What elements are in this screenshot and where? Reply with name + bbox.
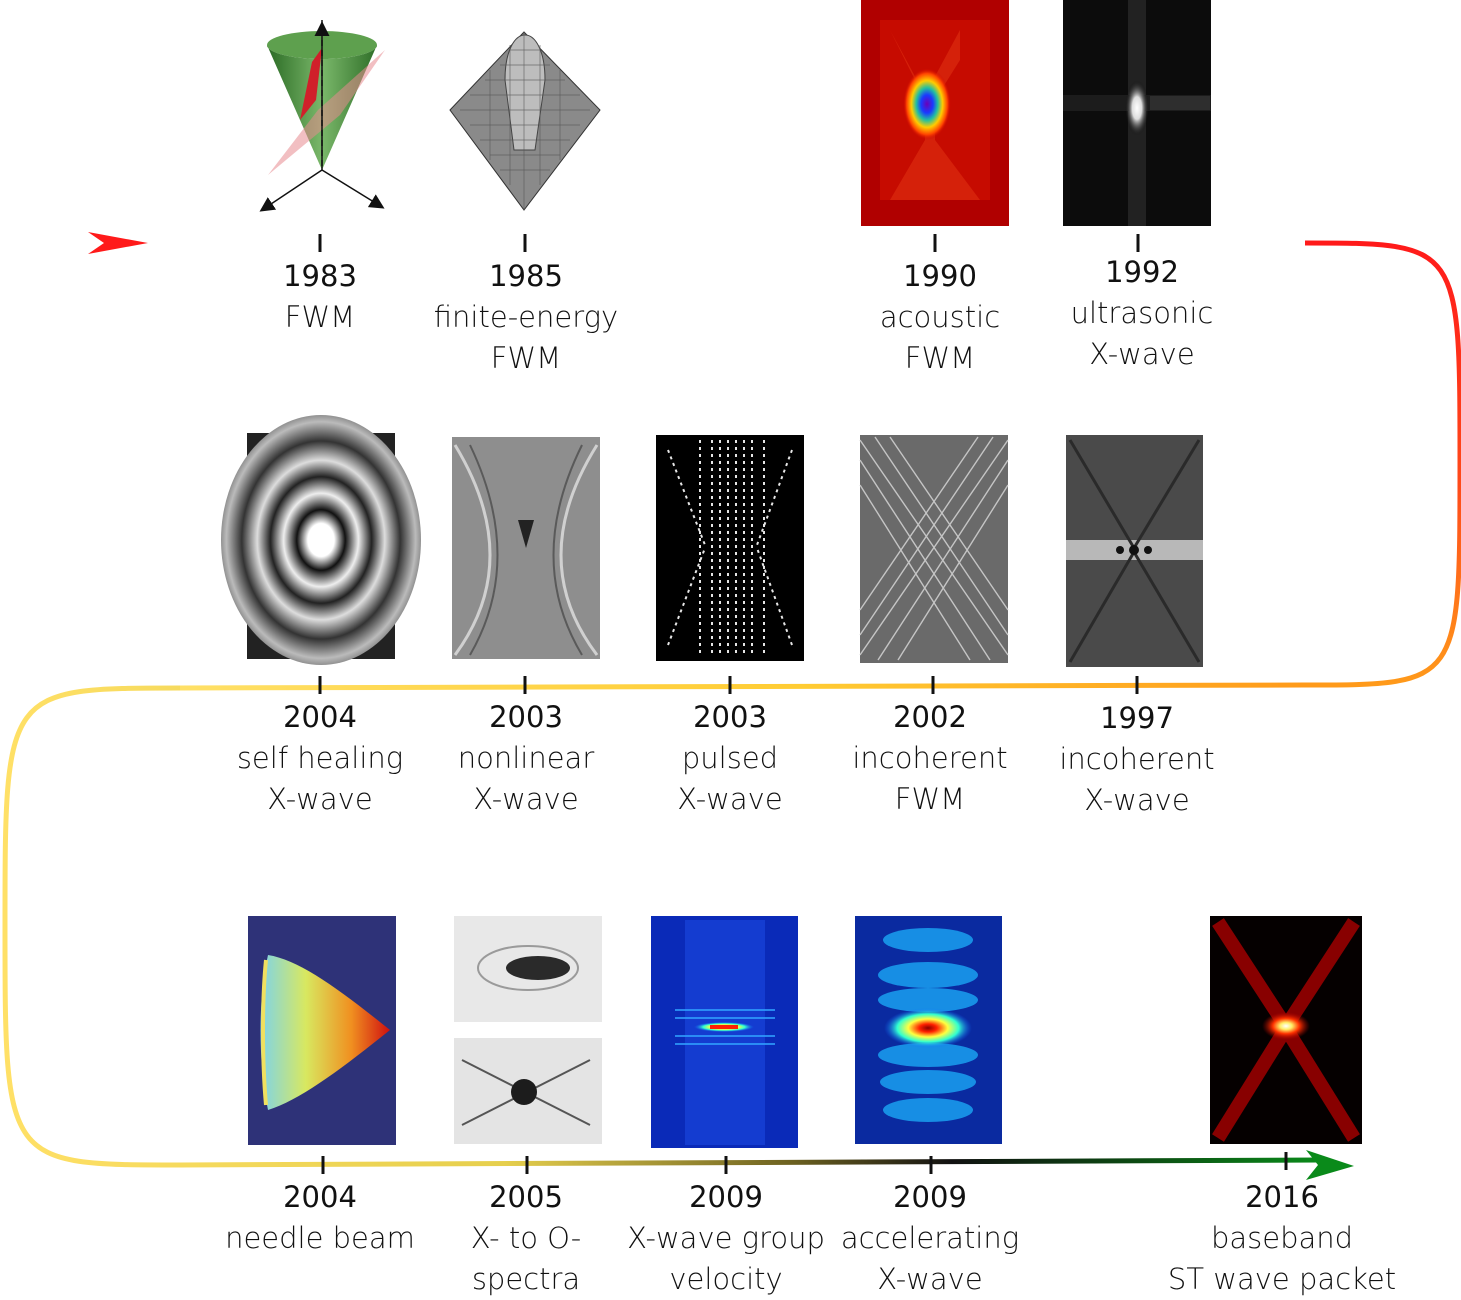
- x-to-o-spectra-top-image: [454, 916, 602, 1022]
- milestone-year: 1997: [1100, 701, 1174, 735]
- milestone-label: 2004 self healing X-wave: [190, 697, 450, 820]
- milestone-year: 1985: [489, 259, 563, 293]
- accelerating-xwave-image: [855, 916, 1002, 1144]
- milestone-description: self healing: [236, 741, 404, 775]
- milestone-label: 1983 FWM: [190, 256, 450, 338]
- milestone-label: 2004 needle beam: [190, 1177, 450, 1259]
- milestone-description: X-wave: [267, 782, 373, 816]
- milestone-label: 2016 baseband ST wave packet: [1152, 1177, 1412, 1300]
- pulsed-xwave-image: [656, 435, 804, 661]
- milestone-description: FWM: [904, 341, 976, 375]
- milestone-label: 1990 acoustic FWM: [810, 256, 1070, 379]
- milestone-description: velocity: [669, 1262, 783, 1296]
- fwm-cone-diagram: [259, 20, 385, 212]
- milestone-description: spectra: [471, 1262, 581, 1296]
- milestone-description: incoherent: [852, 741, 1008, 775]
- milestone-year: 2004: [283, 700, 357, 734]
- milestone-description: X-wave group: [627, 1221, 825, 1255]
- milestone-description: acoustic: [879, 300, 1001, 334]
- incoherent-xwave-image: [1066, 435, 1203, 667]
- milestone-year: 1992: [1105, 255, 1179, 289]
- milestone-label: 2009 X-wave group velocity: [596, 1177, 856, 1300]
- milestone-description: FWM: [284, 300, 356, 334]
- milestone-label: 2002 incoherent FWM: [800, 697, 1060, 820]
- baseband-st-wave-image: [1210, 916, 1362, 1144]
- milestone-year: 2009: [893, 1180, 967, 1214]
- nonlinear-xwave-image: [452, 437, 600, 659]
- milestone-description: X-wave: [473, 782, 579, 816]
- milestone-description: accelerating: [840, 1221, 1020, 1255]
- milestone-year: 2002: [893, 700, 967, 734]
- self-healing-xwave-image: [221, 415, 421, 665]
- milestone-description: baseband: [1210, 1221, 1354, 1255]
- milestone-description: FWM: [894, 782, 966, 816]
- ultrasonic-xwave-image: [1063, 0, 1211, 226]
- milestone-label: 2009 accelerating X-wave: [800, 1177, 1060, 1300]
- milestone-description: needle beam: [225, 1221, 415, 1255]
- milestone-label: 1992 ultrasonic X-wave: [1012, 252, 1272, 375]
- milestone-description: ultrasonic: [1070, 296, 1214, 330]
- milestone-description: incoherent: [1059, 742, 1215, 776]
- milestone-description: ST wave packet: [1167, 1262, 1397, 1296]
- timeline-track: [2, 240, 1461, 1168]
- milestone-year: 2005: [489, 1180, 563, 1214]
- milestone-description: nonlinear: [457, 741, 595, 775]
- milestone-description: X-wave: [1089, 337, 1195, 371]
- milestone-description: finite-energy: [433, 300, 619, 334]
- acoustic-fwm-image: [861, 0, 1009, 226]
- needle-beam-image: [248, 916, 396, 1145]
- milestone-label: 2003 nonlinear X-wave: [396, 697, 656, 820]
- finite-energy-mesh: [449, 31, 601, 211]
- milestone-label: 1985 finite-energy FWM: [396, 256, 656, 379]
- milestone-description: X- to O-: [470, 1221, 582, 1255]
- milestone-year: 1983: [283, 259, 357, 293]
- timeline-ticks: [318, 234, 1288, 1174]
- milestone-year: 2004: [283, 1180, 357, 1214]
- milestone-description: X-wave: [677, 782, 783, 816]
- end-arrow: [1306, 1150, 1354, 1180]
- milestone-label: 2005 X- to O- spectra: [396, 1177, 656, 1300]
- milestone-label: 2003 pulsed X-wave: [600, 697, 860, 820]
- milestone-description: X-wave: [1084, 783, 1190, 817]
- milestone-year: 2009: [689, 1180, 763, 1214]
- milestone-description: FWM: [490, 341, 562, 375]
- milestone-description: X-wave: [877, 1262, 983, 1296]
- milestone-year: 2016: [1245, 1180, 1319, 1214]
- milestone-description: pulsed: [681, 741, 779, 775]
- x-to-o-spectra-bottom-image: [454, 1038, 602, 1144]
- milestone-label: 1997 incoherent X-wave: [1007, 698, 1267, 821]
- milestone-year: 2003: [693, 700, 767, 734]
- milestone-year: 2003: [489, 700, 563, 734]
- incoherent-fwm-image: [859, 435, 1009, 663]
- start-arrow: [88, 232, 148, 254]
- xwave-group-velocity-image: [651, 916, 798, 1148]
- milestone-year: 1990: [903, 259, 977, 293]
